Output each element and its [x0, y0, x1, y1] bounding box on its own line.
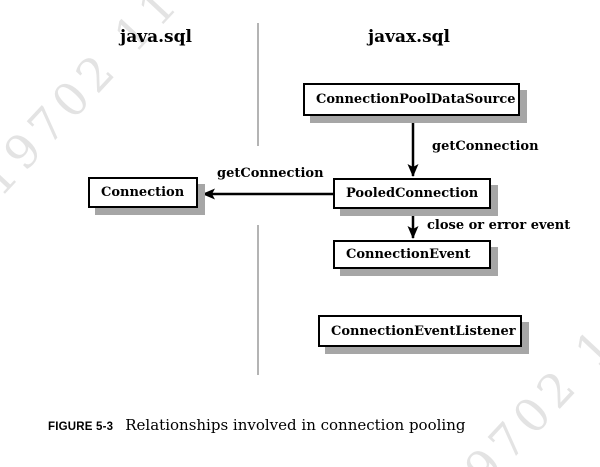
package-label-java-sql: java.sql: [120, 27, 192, 47]
figure-caption-number: FIGURE 5-3: [48, 421, 114, 433]
class-box-pooled-connection: PooledConnection: [333, 178, 491, 209]
edge-label-getconnection-down: getConnection: [432, 139, 539, 154]
package-label-javax-sql: javax.sql: [367, 27, 451, 47]
figure-caption-text: Relationships involved in connection poo…: [125, 416, 466, 434]
package-divider-bottom-segment: [257, 225, 259, 375]
class-box-connection: Connection: [88, 177, 198, 208]
edge-label-getconnection-left: getConnection: [217, 166, 324, 181]
class-box-connection-event: ConnectionEvent: [333, 240, 491, 269]
package-divider-top-segment: [257, 23, 259, 146]
figure-caption: FIGURE 5-3 Relationships involved in con…: [48, 416, 465, 434]
class-box-connection-event-listener: ConnectionEventListener: [318, 315, 522, 347]
class-box-connection-pool-data-source: ConnectionPoolDataSource: [303, 83, 520, 116]
edge-label-close-or-error-event: close or error event: [427, 218, 571, 233]
